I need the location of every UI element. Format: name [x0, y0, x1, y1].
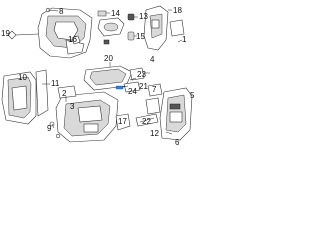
panel-piece-part [169, 19, 185, 43]
usb-port-part [115, 85, 129, 90]
armrest-lid-part [83, 62, 133, 91]
callout-19: 19 [1, 29, 10, 38]
switch-part [127, 13, 138, 21]
cupholder-part [97, 17, 125, 37]
clip-part [97, 10, 110, 17]
callout-8: 8 [59, 7, 64, 16]
trim-cover-part [115, 113, 131, 131]
callout-14: 14 [111, 9, 120, 18]
callout-5: 5 [190, 91, 195, 100]
vent-part [135, 113, 159, 127]
bracket-part [71, 35, 81, 45]
console-frame-part [37, 7, 93, 59]
callout-18: 18 [173, 6, 182, 15]
rear-panel-part [143, 5, 172, 51]
side-panel-part [1, 71, 37, 125]
callout-2: 2 [62, 89, 67, 98]
rear-cover-part [159, 87, 193, 141]
console-body-part [55, 91, 119, 143]
callout-22: 22 [142, 117, 151, 126]
callout-6: 6 [175, 138, 180, 147]
callout-17: 17 [118, 117, 127, 126]
bracket-part [57, 85, 77, 102]
callout-9: 9 [47, 124, 52, 133]
fastener-part [49, 121, 61, 139]
callout-12: 12 [150, 129, 159, 138]
callout-16: 16 [68, 35, 77, 44]
callout-3: 3 [70, 102, 75, 111]
clip-part [7, 30, 39, 40]
parts-diagram: 8 19 16 14 13 15 18 1 20 4 23 21 24 10 1… [1, 5, 195, 147]
connector-part [103, 31, 137, 45]
callout-23: 23 [137, 70, 146, 79]
callout-20: 20 [104, 54, 113, 63]
trim-part [123, 67, 150, 93]
screw-part [45, 7, 59, 13]
callout-1: 1 [182, 35, 187, 44]
rear-trim-part [145, 83, 173, 135]
callout-21: 21 [139, 82, 148, 91]
callout-11: 11 [51, 79, 60, 88]
callout-10: 10 [18, 73, 27, 82]
side-trim-part [35, 69, 50, 117]
callout-4: 4 [150, 55, 155, 64]
callout-15: 15 [136, 32, 145, 41]
callout-13: 13 [139, 12, 148, 21]
callout-7: 7 [152, 85, 157, 94]
callout-24: 24 [128, 87, 137, 96]
